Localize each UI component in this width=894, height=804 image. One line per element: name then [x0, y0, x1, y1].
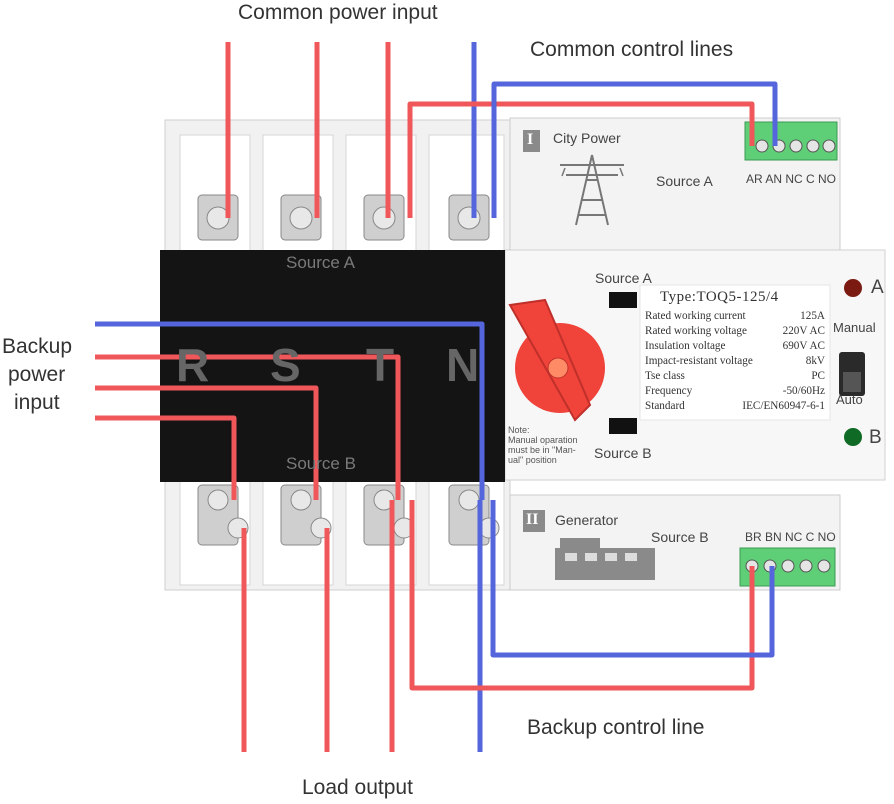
spec-value: 690V AC	[782, 340, 825, 352]
note-line-1: Note:	[508, 425, 530, 435]
indicator-b-label: B	[869, 427, 882, 448]
black-front-body	[160, 250, 505, 482]
spec-row: Standard IEC/EN60947-6-1	[645, 399, 825, 414]
switch-slider	[843, 372, 861, 392]
spec-row: Insulation voltage 690V AC	[645, 339, 825, 354]
spec-row: Tse class PC	[645, 369, 825, 384]
generator-title: Generator	[555, 512, 619, 528]
control-terminal-block-a	[744, 121, 838, 161]
city-power-source-label: Source A	[656, 173, 713, 189]
spec-value: -50/60Hz	[782, 385, 825, 397]
note-line-3: must be in "Man-	[508, 445, 576, 455]
spec-row: Rated working current 125A	[645, 309, 825, 324]
spec-value: 8kV	[805, 355, 825, 367]
backup-control-line-label: Backup control line	[527, 716, 705, 739]
generator-icon	[555, 538, 655, 580]
backup-power-input-label-2: power	[8, 363, 66, 386]
numeral-box-i	[523, 130, 540, 152]
spec-label: Insulation voltage	[645, 340, 726, 352]
common-control-lines-label: Common control lines	[530, 38, 734, 61]
source-b-body-label: Source B	[286, 454, 356, 473]
bottom-terminal-screws	[197, 484, 500, 546]
spec-panel	[639, 284, 831, 421]
auto-label: Auto	[836, 392, 863, 407]
generator-terminal-labels: BR BN NC C NO	[745, 530, 836, 544]
switch-source-a-label: Source A	[595, 270, 652, 286]
manual-label: Manual	[833, 320, 876, 335]
numeral-box-ii	[523, 510, 545, 532]
city-power-numeral: I	[527, 131, 534, 148]
source-b-window	[609, 418, 637, 434]
wires	[95, 42, 778, 752]
phase-label-n: N	[446, 339, 480, 391]
load-output-label: Load output	[302, 776, 413, 799]
generator-source-label: Source B	[651, 529, 709, 545]
spec-type: Type:TOQ5-125/4	[660, 289, 779, 305]
switch-source-b-label: Source B	[594, 445, 652, 461]
rotary-knob[interactable]	[508, 298, 605, 422]
spec-value: IEC/EN60947-6-1	[742, 400, 825, 412]
city-power-title: City Power	[553, 130, 621, 146]
backup-power-input-label-3: input	[14, 391, 60, 414]
city-power-terminal-labels: AR AN NC C NO	[746, 172, 837, 186]
spec-value: 125A	[800, 310, 825, 322]
spec-row: Impact-resistant voltage 8kV	[645, 354, 825, 369]
spec-label: Rated working current	[645, 310, 746, 322]
spec-label: Frequency	[645, 385, 693, 397]
spec-row: Frequency -50/60Hz	[645, 384, 825, 399]
spec-row: Rated working voltage 220V AC	[645, 324, 825, 339]
spec-value: 220V AC	[782, 325, 825, 337]
source-a-window	[609, 292, 637, 308]
generator-numeral: II	[526, 511, 539, 528]
phase-label-r: R	[176, 339, 210, 391]
spec-label: Rated working voltage	[645, 325, 747, 337]
indicator-a-label: A	[871, 277, 884, 298]
phase-label-s: S	[270, 339, 301, 391]
indicator-b-light	[844, 428, 862, 446]
note-line-2: Manual oparation	[508, 435, 578, 445]
power-pylon-icon	[560, 154, 624, 226]
spec-label: Standard	[645, 400, 685, 412]
common-power-input-label: Common power input	[238, 1, 438, 24]
indicator-a-light	[844, 279, 862, 297]
note-line-4: ual" position	[508, 455, 557, 465]
control-terminal-block-b	[739, 547, 836, 587]
spec-value: PC	[811, 370, 825, 382]
manual-note: Note: Manual oparation must be in "Man- …	[508, 425, 578, 465]
source-a-body-label: Source A	[286, 253, 355, 272]
backup-power-input-label-1: Backup	[2, 335, 73, 358]
phase-label-t: T	[366, 339, 395, 391]
spec-label: Impact-resistant voltage	[645, 355, 753, 367]
spec-label: Tse class	[645, 370, 685, 382]
spec-table: Rated working current 125A Rated working …	[645, 309, 825, 414]
